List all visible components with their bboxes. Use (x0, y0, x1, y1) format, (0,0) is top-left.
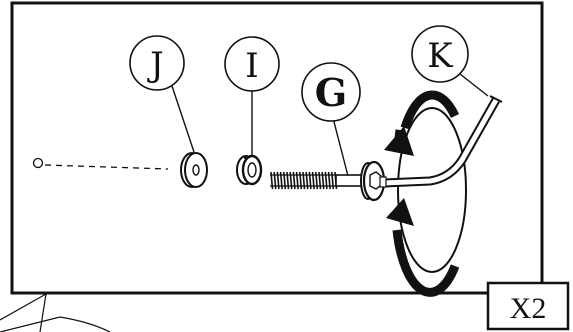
quantity-text: X2 (510, 292, 547, 325)
callout-i-label: I (245, 46, 258, 86)
hole-marker (32, 157, 169, 170)
quantity-badge: X2 (486, 281, 570, 331)
diagram-frame (10, 1, 544, 295)
callout-g: G (301, 62, 361, 122)
hex-key-k-icon (379, 95, 503, 188)
furniture-corner-lines (0, 293, 111, 332)
bolt-g-icon (270, 160, 386, 202)
leader-line-j (171, 85, 195, 153)
lock-washer-i-icon (236, 154, 263, 186)
callout-k-label: K (427, 36, 453, 76)
callout-j-label: J (147, 45, 164, 85)
leader-line-k (459, 73, 489, 97)
callout-i: I (224, 36, 280, 92)
rotation-arrow-icon (384, 90, 467, 297)
callout-k: K (411, 25, 469, 83)
leader-line-g (332, 117, 349, 177)
callout-j: J (129, 35, 185, 91)
washer-j-icon (180, 152, 208, 188)
callout-g-label: G (315, 70, 347, 115)
